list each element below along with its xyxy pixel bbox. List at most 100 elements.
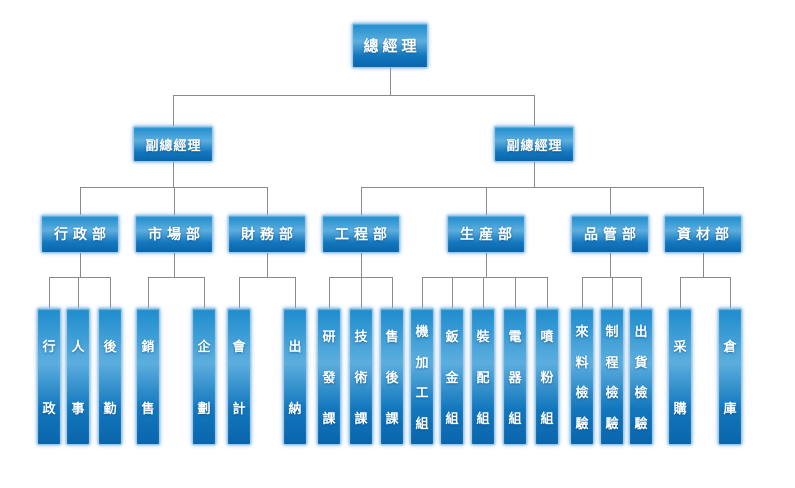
node-label: 售後課 <box>385 330 399 427</box>
connector-line <box>49 277 50 308</box>
connector-line <box>534 95 535 126</box>
node-label: 副總經理 <box>506 138 563 154</box>
node-label: 市場部 <box>148 227 205 243</box>
node-label: 出貨檢驗 <box>634 324 648 433</box>
node-team-production-5: 噴粉組 <box>535 308 559 445</box>
node-label: 出納 <box>288 340 302 417</box>
node-team-marketing-1: 銷售 <box>136 308 160 445</box>
connector-line <box>110 277 111 308</box>
connector-line <box>641 277 642 308</box>
connector-line <box>390 68 391 95</box>
node-team-production-2: 鈑金組 <box>440 308 464 445</box>
node-label: 采購 <box>673 340 687 417</box>
connector-line <box>80 187 81 215</box>
connector-line <box>392 277 393 308</box>
connector-line <box>239 277 240 308</box>
connector-line <box>173 162 174 187</box>
node-label: 品管部 <box>584 227 641 243</box>
node-team-engineering-2: 技術課 <box>349 308 373 445</box>
connector-line <box>329 277 330 308</box>
node-label: 行政 <box>42 340 56 417</box>
node-team-administration-1: 行政 <box>37 308 61 445</box>
node-team-production-4: 電器組 <box>503 308 527 445</box>
node-label: 總經理 <box>363 37 421 55</box>
node-team-materials-2: 倉庫 <box>718 308 742 445</box>
connector-line <box>730 277 731 308</box>
connector-line <box>483 277 484 308</box>
node-label: 行政部 <box>54 227 111 243</box>
node-team-finance-1: 會計 <box>227 308 251 445</box>
connector-line <box>204 277 205 308</box>
node-label: 機加工組 <box>415 324 429 433</box>
node-deputy-general-manager-1: 副總經理 <box>133 126 213 162</box>
node-label: 噴粉組 <box>540 330 554 427</box>
node-label: 生産部 <box>460 227 517 243</box>
connector-line <box>361 187 704 188</box>
connector-line <box>361 187 362 215</box>
connector-line <box>267 187 268 215</box>
node-label: 工程部 <box>335 227 392 243</box>
node-label: 研發課 <box>322 330 336 427</box>
connector-line <box>582 277 583 308</box>
node-label: 來料檢驗 <box>575 324 589 433</box>
node-label: 裝配組 <box>476 330 490 427</box>
node-label: 銷售 <box>141 340 155 417</box>
connector-line <box>452 277 453 308</box>
node-general-manager: 總經理 <box>352 23 428 68</box>
node-team-production-1: 機加工組 <box>410 308 434 445</box>
connector-line <box>422 277 423 308</box>
connector-line <box>703 187 704 215</box>
connector-line <box>534 162 535 187</box>
connector-line <box>703 253 704 277</box>
node-label: 後勤 <box>103 340 117 417</box>
node-team-quality-control-2: 制程檢驗 <box>600 308 624 445</box>
connector-line <box>486 187 487 215</box>
node-dept-marketing: 市場部 <box>135 215 213 253</box>
node-label: 人事 <box>71 340 85 417</box>
connector-line <box>422 277 548 278</box>
node-dept-engineering: 工程部 <box>322 215 400 253</box>
node-team-administration-2: 人事 <box>66 308 90 445</box>
connector-line <box>361 277 362 308</box>
node-label: 倉庫 <box>723 340 737 417</box>
node-label: 鈑金組 <box>445 330 459 427</box>
node-dept-quality-control: 品管部 <box>571 215 649 253</box>
connector-line <box>486 253 487 277</box>
connector-line <box>148 277 149 308</box>
connector-line <box>239 277 296 278</box>
connector-line <box>174 253 175 277</box>
node-team-administration-3: 後勤 <box>98 308 122 445</box>
node-label: 資材部 <box>677 227 734 243</box>
connector-line <box>295 277 296 308</box>
connector-line <box>515 277 516 308</box>
node-label: 會計 <box>232 340 246 417</box>
node-team-materials-1: 采購 <box>668 308 692 445</box>
connector-line <box>80 253 81 277</box>
node-team-engineering-1: 研發課 <box>317 308 341 445</box>
node-dept-materials: 資材部 <box>664 215 742 253</box>
connector-line <box>610 187 611 215</box>
connector-line <box>547 277 548 308</box>
node-dept-administration: 行政部 <box>41 215 119 253</box>
connector-line <box>680 277 681 308</box>
connector-line <box>78 277 79 308</box>
node-label: 企劃 <box>197 340 211 417</box>
connector-line <box>174 187 175 215</box>
connector-line <box>148 277 205 278</box>
node-team-engineering-3: 售後課 <box>380 308 404 445</box>
connector-line <box>610 253 611 277</box>
node-label: 財務部 <box>241 227 298 243</box>
node-label: 技術課 <box>354 330 368 427</box>
node-team-quality-control-1: 來料檢驗 <box>570 308 594 445</box>
node-deputy-general-manager-2: 副總經理 <box>494 126 574 162</box>
connector-line <box>680 277 731 278</box>
connector-line <box>267 253 268 277</box>
node-label: 電器組 <box>508 330 522 427</box>
connector-line <box>49 277 111 278</box>
node-dept-production: 生産部 <box>447 215 525 253</box>
node-team-marketing-2: 企劃 <box>192 308 216 445</box>
node-label: 制程檢驗 <box>605 324 619 433</box>
connector-line <box>173 95 535 96</box>
node-team-finance-2: 出納 <box>283 308 307 445</box>
node-label: 副總經理 <box>145 138 202 154</box>
